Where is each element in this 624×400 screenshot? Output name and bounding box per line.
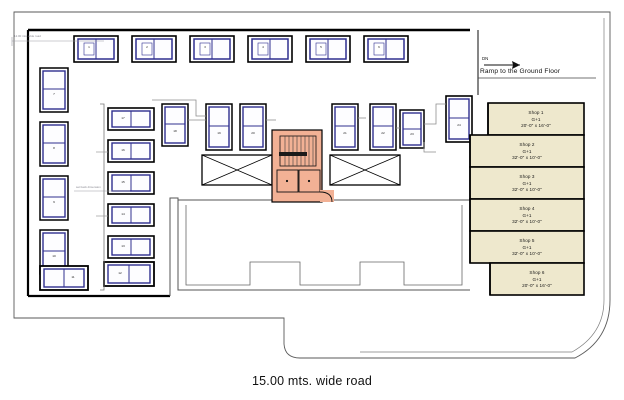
parking-stall bbox=[131, 35, 177, 63]
shop-floors: G+1 bbox=[532, 276, 542, 282]
parking-col-inner bbox=[96, 103, 155, 291]
ramp-text-label: Ramp to the Ground Floor bbox=[480, 68, 561, 75]
parking-stall bbox=[107, 107, 155, 131]
parking-row-top bbox=[73, 35, 409, 63]
ramp-arrow bbox=[484, 61, 520, 69]
shop-size: 32'-0" x 10'-0" bbox=[512, 155, 542, 161]
shop-size: 32'-0" x 10'-0" bbox=[512, 251, 542, 257]
shop-size: 20'-0" x 16'-0" bbox=[522, 283, 552, 289]
shop-label: Shop 4 G+1 32'-0" x 10'-0" bbox=[470, 206, 584, 226]
parking-stall bbox=[39, 175, 69, 221]
shops-block bbox=[469, 102, 585, 296]
parking-stall bbox=[107, 139, 155, 163]
ramp-direction-label: DN bbox=[482, 56, 489, 61]
shop-name: Shop 5 bbox=[519, 238, 535, 243]
parking-col-left bbox=[39, 67, 89, 291]
parking-stall bbox=[305, 35, 351, 63]
parking-stall bbox=[369, 103, 397, 151]
parking-stall bbox=[189, 35, 235, 63]
shop-label: Shop 3 G+1 32'-0" x 10'-0" bbox=[470, 174, 584, 194]
stair-core bbox=[271, 129, 334, 203]
road-label: 15.00 mts. wide road bbox=[251, 374, 373, 388]
shop-floors: G+1 bbox=[531, 116, 541, 122]
service-void-right bbox=[329, 154, 401, 186]
setback-line-right bbox=[360, 18, 605, 353]
shop-name: Shop 4 bbox=[519, 206, 535, 211]
podium-edge bbox=[169, 197, 470, 296]
parking-row-middle bbox=[152, 95, 473, 153]
parking-stall bbox=[103, 261, 155, 287]
parking-stall bbox=[161, 103, 189, 147]
dimension-note-left-mid: set back dimension bbox=[76, 185, 101, 189]
shop-label: Shop 2 G+1 32'-0" x 10'-0" bbox=[470, 142, 584, 162]
shop-floors: G+1 bbox=[522, 148, 532, 154]
shop-name: Shop 1 bbox=[528, 110, 544, 115]
parking-stall bbox=[107, 171, 155, 195]
parking-stall bbox=[39, 265, 89, 291]
parking-stall bbox=[399, 109, 425, 149]
dimension-line-top-left bbox=[11, 37, 104, 46]
parking-stall bbox=[445, 95, 473, 143]
dimension-note-top-left: 12.00 mts. wide road bbox=[14, 34, 41, 38]
shop-name: Shop 6 bbox=[529, 270, 545, 275]
parking-stall bbox=[107, 235, 155, 259]
shop-name: Shop 3 bbox=[519, 174, 535, 179]
parking-stall bbox=[205, 103, 233, 151]
shop-label: Shop 5 G+1 32'-0" x 10'-0" bbox=[470, 238, 584, 258]
shop-size: 20'-0" x 16'-0" bbox=[521, 123, 551, 129]
parking-stall bbox=[73, 35, 119, 63]
shop-floors: G+1 bbox=[522, 180, 532, 186]
shop-floors: G+1 bbox=[522, 212, 532, 218]
shop-size: 32'-0" x 10'-0" bbox=[512, 187, 542, 193]
service-void-left bbox=[201, 154, 273, 186]
driveway-outline bbox=[185, 205, 463, 286]
parking-stall bbox=[239, 103, 267, 151]
parking-stall bbox=[107, 203, 155, 227]
parking-stall bbox=[363, 35, 409, 63]
shop-size: 32'-0" x 10'-0" bbox=[512, 219, 542, 225]
parking-stall bbox=[39, 67, 69, 113]
shop-floors: G+1 bbox=[522, 244, 532, 250]
parking-stall bbox=[247, 35, 293, 63]
parking-stall bbox=[39, 121, 69, 167]
plot-boundary bbox=[13, 11, 611, 359]
parking-stall bbox=[331, 103, 359, 151]
shop-label: Shop 1 G+1 20'-0" x 16'-0" bbox=[488, 110, 584, 130]
shop-label: Shop 6 G+1 20'-0" x 16'-0" bbox=[490, 270, 584, 290]
shop-name: Shop 2 bbox=[519, 142, 535, 147]
